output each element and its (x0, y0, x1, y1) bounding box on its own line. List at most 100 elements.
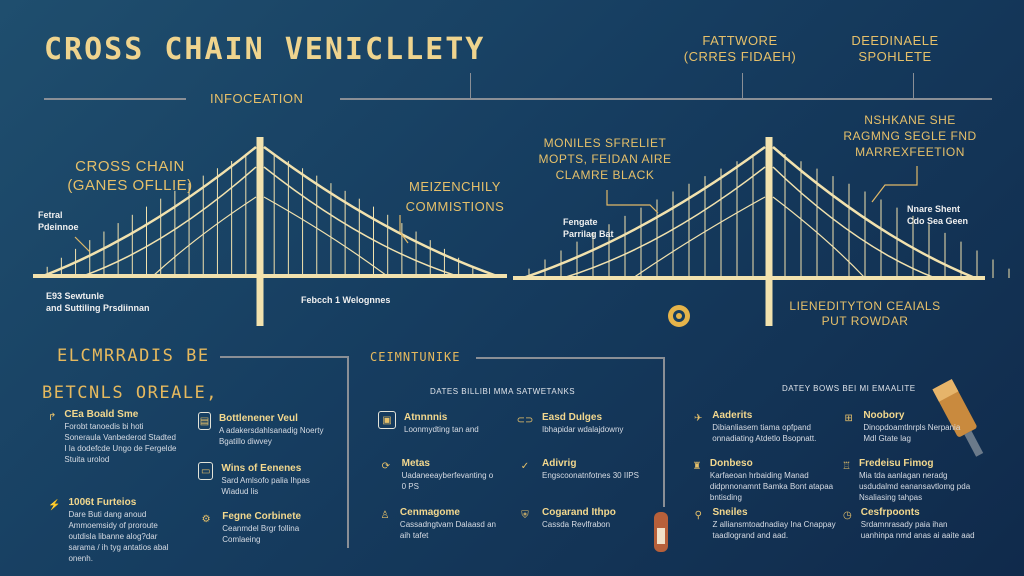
item-description: Dibianliasem tiama opfpand onnadiating A… (712, 423, 817, 443)
portrait-icon: ▣ (378, 411, 396, 429)
plane-icon: ✈ (693, 412, 703, 424)
item-title: Fredeisu Fimog (858, 458, 934, 469)
item-title: Fegne Corbinete (222, 511, 302, 522)
header-col-1-line1: FATTWORE (702, 33, 778, 48)
item-title: Noobory (863, 410, 905, 421)
document-icon: ▤ (198, 412, 211, 430)
list-item: ▤ Bottlenener Veul A adakersdahlsanadig No… (198, 412, 328, 447)
note-line: Cdo Sea Geen (907, 216, 969, 226)
section-right-subheading: DATEY BOWS BEI MI EMAALITE (782, 384, 916, 393)
stay-cable (772, 166, 936, 279)
divider (347, 356, 349, 548)
divider (340, 98, 992, 100)
divider (663, 357, 665, 507)
item-description: Z alliansmtoadnadiay Ina Cnappay taadlog… (712, 520, 836, 540)
shield-icon: ⛨ (521, 509, 529, 521)
item-title: Sneiles (712, 507, 748, 518)
check-icon: ✓ (520, 460, 530, 472)
item-description: Forobt tanoedis bi hoti Soneraula Vanbed… (64, 422, 177, 464)
callout-line-text: MONILES SFRELIET (543, 136, 667, 150)
page-title: CROSS CHAIN VENICLLETY (44, 32, 486, 67)
chef-icon: ♙ (380, 509, 390, 521)
callout-line (871, 166, 918, 203)
callout-line (606, 190, 659, 214)
callout-line-text: RAGMNG SEGLE FND (843, 129, 977, 143)
item-title: 1006t Furteios (68, 497, 137, 508)
section-mid-heading: CEIMNTUNIKE (370, 350, 461, 364)
bridge-left-callout2: COMMISTIONS (405, 199, 505, 214)
callout-line (74, 236, 91, 253)
note-line: Fengate (563, 217, 598, 227)
item-description: Cassadngtvam Dalaasd an aih tafet (399, 520, 496, 540)
item-description: A adakersdahlsanadig Noerty Bgatillo diw… (218, 426, 324, 446)
main-cable (772, 146, 976, 280)
item-title: Cesfrpoonts (860, 507, 920, 518)
bottom-line: PUT ROWDAR (821, 314, 909, 328)
note-line: and Suttiling Prsdiinnan (46, 303, 150, 313)
item-description: Engscoonatnfotnes 30 IIPS (542, 471, 639, 480)
item-title: Easd Dulges (542, 412, 603, 423)
item-description: Srdamnrasady paia ihan uanhinpa nmd anas… (860, 520, 975, 540)
bottom-line: LIENEDITYTON CEAIALS (789, 299, 941, 313)
callout-line-text: MARREXFEETION (855, 145, 965, 159)
bridge-left-title: CROSS CHAIN(GANES OFLLIE) (40, 157, 220, 195)
callout-line (399, 215, 409, 244)
bridge-right-callout-right: NSHKANE SHE RAGMNG SEGLE FND MARREXFEETION (830, 112, 990, 160)
cycle-icon: ⟳ (381, 460, 390, 472)
header-col-2-line2: SPOHLETE (858, 49, 932, 64)
clock-icon: ◷ (843, 509, 852, 521)
main-cable (263, 145, 498, 278)
item-title: Wins of Eenenes (221, 463, 302, 474)
item-description: Mia tda aanlagan neradg usdudalmd eanans… (858, 471, 971, 502)
item-title: Cogarand Ithpo (542, 507, 616, 518)
bridge-right (513, 137, 1010, 326)
stay-cable (263, 196, 388, 277)
main-cable (42, 146, 257, 278)
divider (44, 98, 186, 100)
item-title: Metas (401, 458, 430, 469)
note-line: E93 Sewtunle (46, 291, 105, 301)
divider (476, 357, 663, 359)
divider-tick (470, 73, 471, 99)
item-description: Sard Amlsofo palia Ihpas Wiadud lis (221, 476, 310, 496)
header-col-1-line2: (CRRES FIDAEH) (683, 49, 797, 64)
divider (220, 356, 347, 358)
item-description: Karfaeoan hrbaiding Manad didpnnonamnt B… (709, 471, 834, 502)
note-line: Fetral (38, 210, 63, 220)
note-line: Nnare Shent (907, 204, 961, 214)
stay-cable (632, 196, 766, 279)
stay-cable (152, 196, 257, 277)
item-description: Cassda Revlfrabon (542, 520, 611, 529)
divider-tick (742, 73, 743, 99)
callout-line-text: NSHKANE SHE (864, 113, 956, 127)
item-title: Cenmagome (399, 507, 460, 518)
section-left-subheading: BETCNLS OREALE, (42, 383, 219, 403)
note-line: Pdeinnoe (38, 222, 79, 232)
item-title: Adivrig (542, 458, 577, 469)
factory-icon: ♜ (692, 460, 702, 472)
item-title: Atnnnnis (404, 412, 448, 423)
item-title: Donbeso (709, 458, 753, 469)
lightning-icon: ⚡ (48, 499, 61, 511)
bridge-left-title2: (GANES OFLLIE) (67, 177, 193, 194)
item-description: Ceanmdel Brgr follina Comlaeing (222, 524, 300, 544)
callout-line-text: CLAMRE BLACK (555, 168, 655, 182)
item-title: Bottlenener Veul (218, 413, 298, 424)
main-cable (522, 145, 766, 280)
brush-icon (932, 379, 984, 457)
